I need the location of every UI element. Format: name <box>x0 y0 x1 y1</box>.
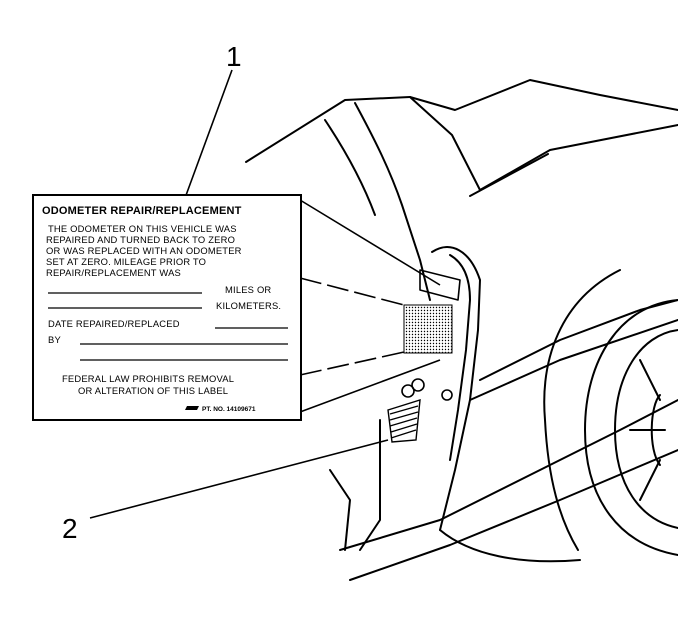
striker-bolt-2 <box>411 378 425 392</box>
rocker-panel-lower <box>349 449 678 581</box>
door-hinge <box>419 269 461 301</box>
label-body-line-1: THE ODOMETER ON THIS VEHICLE WAS <box>48 223 237 234</box>
label-body-line-3: OR WAS REPLACED WITH AN ODOMETER <box>46 245 242 256</box>
callout-leaders <box>89 69 389 519</box>
wheel-spoke-3 <box>639 459 661 501</box>
striker-bolt-1 <box>401 384 415 398</box>
tire-bottom <box>439 529 581 563</box>
wheel-spoke-1 <box>639 359 661 401</box>
fender-front <box>359 419 381 551</box>
label-body-line-4: SET AT ZERO. MILEAGE PRIOR TO <box>46 256 206 267</box>
projection-line-top <box>299 199 441 286</box>
label-body-line-2: REPAIRED AND TURNED BACK TO ZERO <box>46 234 235 245</box>
latch-bolt <box>441 389 453 401</box>
door-pillar-outer <box>354 102 431 301</box>
label-kilometers: KILOMETERS. <box>216 300 281 311</box>
tire-outer <box>584 299 678 556</box>
vehicle-illustration <box>245 79 678 581</box>
label-date-repaired: DATE REPAIRED/REPLACED <box>48 318 180 329</box>
projection-line-bottom <box>299 359 441 413</box>
projection-lines <box>299 199 441 413</box>
label-part-number: PT. NO. 14109671 <box>202 406 256 413</box>
projection-line-mid-lower <box>299 351 405 376</box>
tire-inner <box>614 329 678 529</box>
door-pillar-inner <box>324 119 376 216</box>
wheel-arch <box>543 269 621 551</box>
wheel-hub <box>650 394 661 466</box>
callout-2-number: 2 <box>62 513 78 544</box>
window-frame <box>409 79 678 111</box>
callout-1-number: 1 <box>226 41 242 72</box>
roof-line <box>245 96 411 163</box>
door-bumper <box>387 399 421 443</box>
label-warning-line-1: FEDERAL LAW PROHIBITS REMOVAL <box>62 373 234 384</box>
projection-line-mid-upper <box>299 277 405 306</box>
door-edge-inner <box>449 254 471 461</box>
body-lower-left <box>329 469 351 551</box>
gm-logo-mark <box>185 406 199 410</box>
label-title: ODOMETER REPAIR/REPLACEMENT <box>42 205 242 217</box>
rocker-panel <box>339 399 678 551</box>
callout-1-leader <box>184 69 233 199</box>
label-location-stipple <box>403 304 453 354</box>
label-warning-line-2: OR ALTERATION OF THIS LABEL <box>78 385 228 396</box>
odometer-label-card: ODOMETER REPAIR/REPLACEMENT THE ODOMETER… <box>32 194 302 421</box>
label-by: BY <box>48 334 61 345</box>
window-glass-edge <box>409 96 678 191</box>
body-side-line <box>479 299 678 381</box>
door-bumper-ribs <box>389 405 419 439</box>
callout-2-leader <box>89 439 389 519</box>
window-inner-edge <box>469 153 549 197</box>
door-striker <box>401 378 453 401</box>
door-edge <box>431 246 481 531</box>
label-miles-or: MILES OR <box>225 284 271 295</box>
body-side-line-2 <box>469 319 678 401</box>
label-body-line-5: REPAIR/REPLACEMENT WAS <box>46 267 181 278</box>
